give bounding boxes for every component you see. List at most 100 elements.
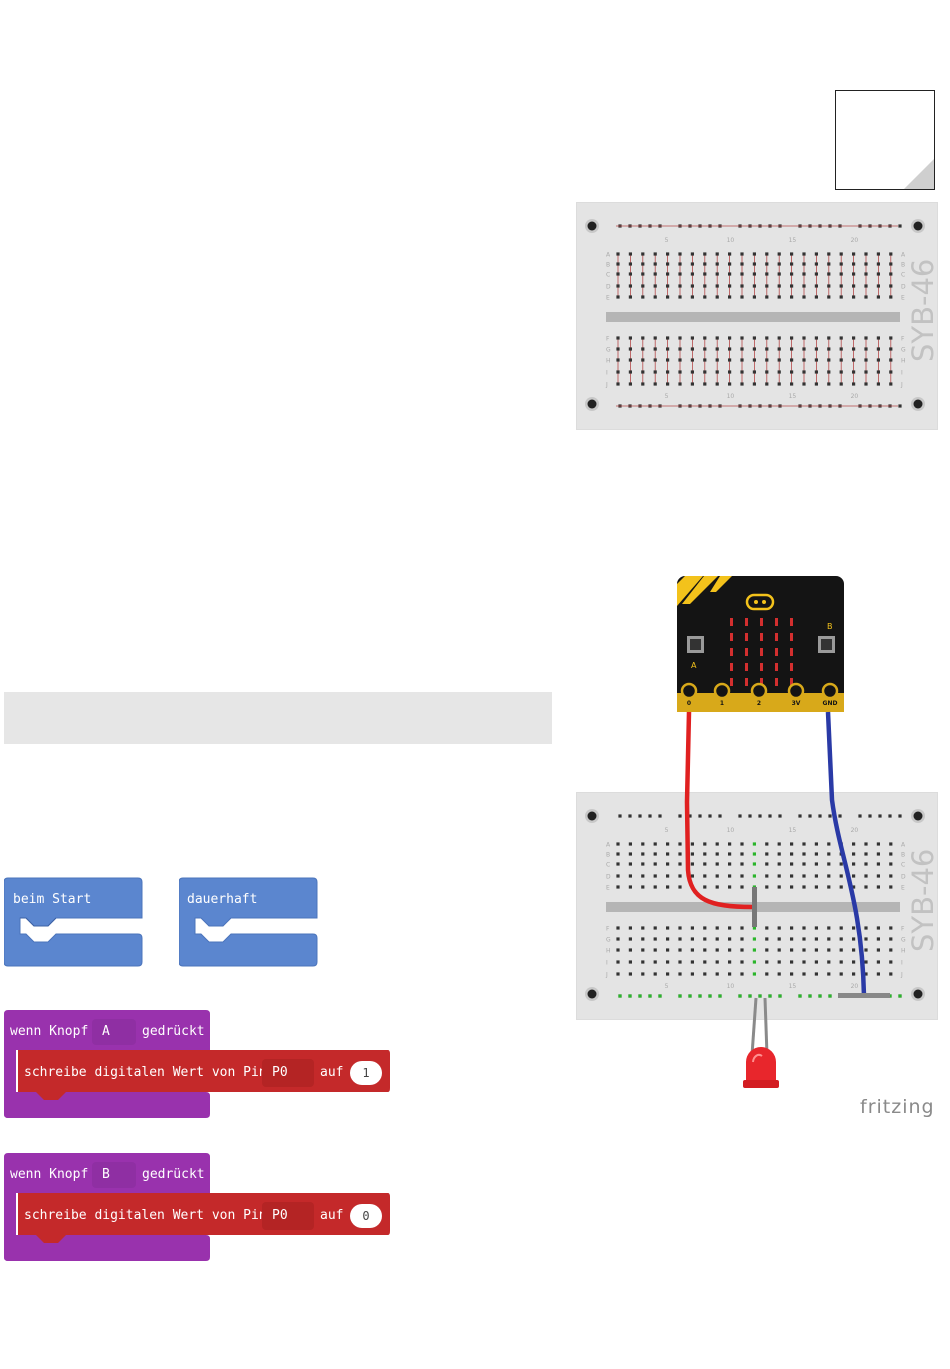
corner-box xyxy=(835,90,935,190)
svg-text:10: 10 xyxy=(727,393,735,400)
button-a-event-block[interactable] xyxy=(4,1010,394,1122)
svg-text:H: H xyxy=(901,948,906,955)
svg-text:C: C xyxy=(901,862,905,869)
svg-text:F: F xyxy=(901,926,905,933)
svg-text:D: D xyxy=(606,284,611,291)
on-start-block[interactable] xyxy=(4,876,144,970)
svg-text:10: 10 xyxy=(727,237,735,244)
svg-text:H: H xyxy=(606,358,611,365)
svg-text:C: C xyxy=(606,862,610,869)
svg-text:15: 15 xyxy=(789,393,797,400)
svg-text:C: C xyxy=(606,272,610,279)
svg-text:F: F xyxy=(606,926,610,933)
svg-text:B: B xyxy=(901,262,905,269)
write-b-value-input[interactable]: 0 xyxy=(350,1204,382,1228)
button-a-value: A xyxy=(102,1024,110,1039)
ground-jumper xyxy=(838,993,890,998)
page-curl-icon xyxy=(904,159,934,189)
forever-label: dauerhaft xyxy=(187,892,258,907)
write-b-pin-value: P0 xyxy=(272,1208,288,1223)
svg-text:10: 10 xyxy=(727,983,735,990)
svg-text:I: I xyxy=(606,960,608,967)
led-icon xyxy=(743,997,779,1088)
button-b-value: B xyxy=(102,1167,110,1182)
svg-text:J: J xyxy=(605,382,608,389)
red-wire xyxy=(684,711,753,910)
svg-text:B: B xyxy=(606,852,610,859)
svg-text:A: A xyxy=(606,252,611,259)
svg-text:J: J xyxy=(605,972,608,979)
svg-text:E: E xyxy=(901,885,905,892)
svg-text:15: 15 xyxy=(789,237,797,244)
button-a-suffix: gedrückt xyxy=(142,1024,205,1039)
write-a-value-input[interactable]: 1 xyxy=(350,1061,382,1085)
svg-text:G: G xyxy=(901,937,906,944)
breadboard-label: SYB-46 xyxy=(906,849,940,952)
svg-text:1: 1 xyxy=(720,700,724,707)
button-a-dropdown[interactable]: A xyxy=(92,1019,136,1045)
breadboard-label: SYB-46 xyxy=(906,259,938,362)
svg-text:E: E xyxy=(606,295,610,302)
svg-text:5: 5 xyxy=(665,237,669,244)
svg-text:B: B xyxy=(901,852,905,859)
svg-text:15: 15 xyxy=(789,827,797,834)
svg-text:10: 10 xyxy=(727,827,735,834)
svg-text:3V: 3V xyxy=(792,700,801,707)
svg-text:D: D xyxy=(901,874,906,881)
svg-text:H: H xyxy=(606,948,611,955)
svg-text:B: B xyxy=(606,262,610,269)
svg-text:G: G xyxy=(606,937,611,944)
button-b-prefix: wenn Knopf xyxy=(10,1167,89,1182)
button-b-suffix: gedrückt xyxy=(142,1167,205,1182)
svg-text:2: 2 xyxy=(757,700,761,707)
button-a-label: A xyxy=(691,661,697,670)
gray-bar xyxy=(4,692,552,744)
write-a-pin-value: P0 xyxy=(272,1065,288,1080)
on-start-label: beim Start xyxy=(13,892,92,907)
svg-text:H: H xyxy=(901,358,906,365)
button-b-dropdown[interactable]: B xyxy=(92,1162,136,1188)
svg-text:20: 20 xyxy=(851,237,859,244)
svg-text:D: D xyxy=(606,874,611,881)
svg-text:F: F xyxy=(901,336,905,343)
blue-wire xyxy=(825,711,867,997)
svg-text:E: E xyxy=(606,885,610,892)
svg-text:J: J xyxy=(900,972,903,979)
forever-block[interactable] xyxy=(179,876,319,970)
write-b-to-label: auf xyxy=(320,1208,344,1223)
svg-text:A: A xyxy=(901,842,906,849)
svg-text:5: 5 xyxy=(665,827,669,834)
write-a-to-label: auf xyxy=(320,1065,344,1080)
svg-text:I: I xyxy=(901,370,903,377)
svg-text:D: D xyxy=(901,284,906,291)
svg-text:C: C xyxy=(901,272,905,279)
svg-text:E: E xyxy=(901,295,905,302)
svg-text:5: 5 xyxy=(665,393,669,400)
svg-text:5: 5 xyxy=(665,983,669,990)
write-a-pin-dropdown[interactable]: P0 xyxy=(262,1059,314,1087)
svg-text:I: I xyxy=(606,370,608,377)
svg-text:G: G xyxy=(901,347,906,354)
svg-text:A: A xyxy=(606,842,611,849)
svg-text:A: A xyxy=(901,252,906,259)
svg-text:20: 20 xyxy=(851,393,859,400)
svg-text:20: 20 xyxy=(851,827,859,834)
button-b-label: B xyxy=(827,622,833,631)
write-b-label: schreibe digitalen Wert von Pin xyxy=(24,1208,267,1223)
svg-text:15: 15 xyxy=(789,983,797,990)
svg-text:G: G xyxy=(606,347,611,354)
write-a-label: schreibe digitalen Wert von Pin xyxy=(24,1065,267,1080)
jumper-wire xyxy=(752,887,757,927)
fritzing-label: fritzing xyxy=(860,1096,935,1118)
button-a-icon xyxy=(687,636,704,653)
svg-text:I: I xyxy=(901,960,903,967)
svg-text:J: J xyxy=(900,382,903,389)
svg-text:GND: GND xyxy=(823,700,838,707)
write-b-pin-dropdown[interactable]: P0 xyxy=(262,1202,314,1230)
svg-text:F: F xyxy=(606,336,610,343)
